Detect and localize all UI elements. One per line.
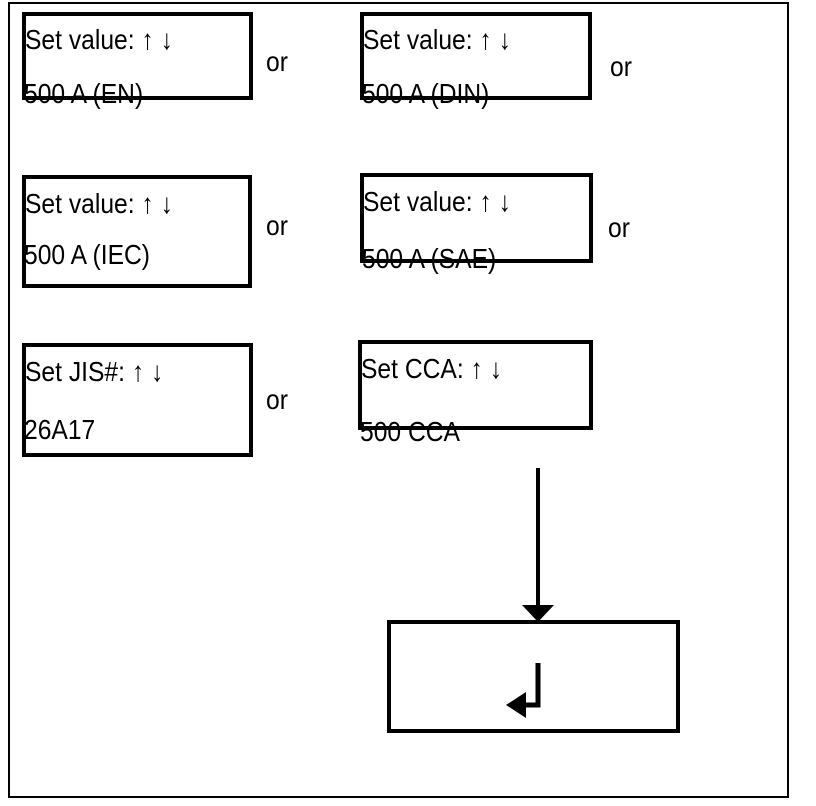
or-label: or [266, 46, 288, 77]
return-arrow-icon [506, 663, 541, 718]
screen-title: Set value: ↑ ↓ [363, 24, 511, 55]
screen-title: Set JIS#: ↑ ↓ [25, 356, 164, 387]
screen-box-jis [22, 343, 253, 457]
screen-box-din [360, 12, 592, 100]
screen-box-en [22, 12, 253, 100]
screen-value: 500 A (IEC) [24, 239, 151, 270]
screen-box-sae [360, 173, 593, 263]
or-label: or [610, 51, 632, 82]
screen-title: Set value: ↑ ↓ [25, 24, 173, 55]
screen-box-cca [358, 340, 593, 430]
or-label: or [266, 210, 288, 241]
or-label: or [266, 384, 288, 415]
page-frame [8, 2, 789, 798]
screen-title: Set CCA: ↑ ↓ [361, 353, 503, 384]
screen-value: 26A17 [24, 414, 96, 445]
screen-value: 500 A (EN) [24, 78, 144, 109]
screen-value: 500 A (DIN) [362, 78, 490, 109]
screen-box-iec [22, 175, 252, 288]
or-label: or [608, 212, 630, 243]
screen-title: Set value: ↑ ↓ [363, 186, 511, 217]
screen-value: 500 CCA [360, 416, 460, 447]
screen-value: 500 A (SAE) [362, 243, 497, 274]
screen-title: Set value: ↑ ↓ [25, 188, 173, 219]
enter-box [387, 620, 680, 733]
down-arrow-head [522, 605, 554, 622]
down-arrow-stem [536, 468, 540, 605]
